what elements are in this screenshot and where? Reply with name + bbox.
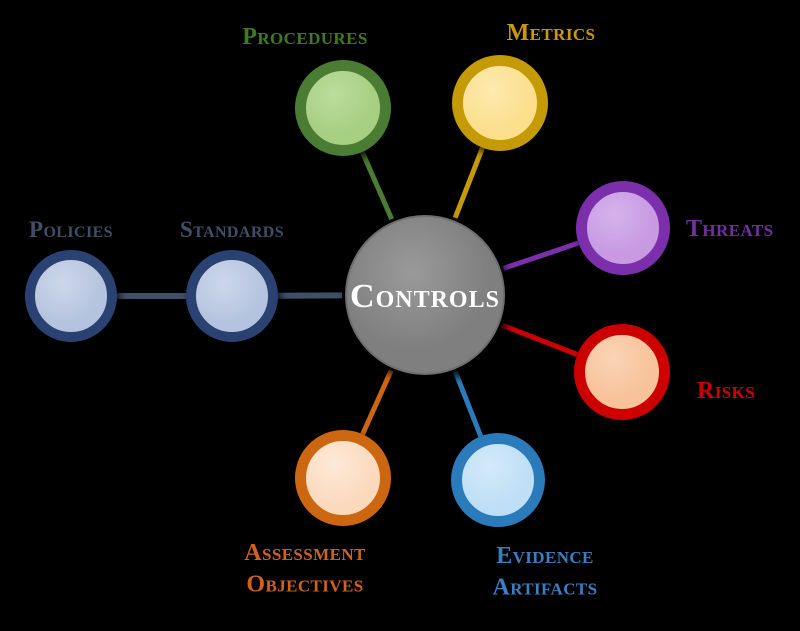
node-label-evidence-artifacts: Evidence [496,543,594,569]
connector-layer [115,144,582,440]
node-label-assessment-objectives: Assessment [244,540,366,566]
node-label-standards: Standards [180,217,284,242]
node-label-assessment-objectives: Objectives [246,572,363,598]
node-circle-evidence-artifacts[interactable] [451,433,545,527]
label-layer: Controls Policies Standards Procedures Metri… [29,20,773,601]
node-label-evidence-artifacts: Artifacts [492,575,597,601]
node-circle-risks[interactable] [574,324,670,420]
connector-evidence-artifacts-controls [452,369,484,440]
connector-procedures-controls [359,149,395,222]
node-layer [25,55,670,527]
node-label-controls: Controls [350,278,500,315]
node-circle-controls[interactable] [345,215,505,375]
node-circle-standards[interactable] [186,250,278,342]
connector-metrics-controls [452,144,486,221]
node-label-threats: Threats [686,216,773,242]
connector-risks-controls [499,322,581,358]
node-circle-assessment-objectives[interactable] [295,430,391,526]
connector-assessment-objectives-controls [359,367,395,438]
node-label-policies: Policies [29,217,113,242]
node-circle-threats[interactable] [576,181,670,275]
node-circle-metrics[interactable] [452,55,548,151]
node-label-procedures: Procedures [242,24,367,50]
node-circle-policies[interactable] [25,250,117,342]
node-label-risks: Risks [697,378,755,404]
connector-threats-controls [500,240,582,272]
node-circle-procedures[interactable] [295,60,391,156]
node-label-metrics: Metrics [507,20,596,46]
